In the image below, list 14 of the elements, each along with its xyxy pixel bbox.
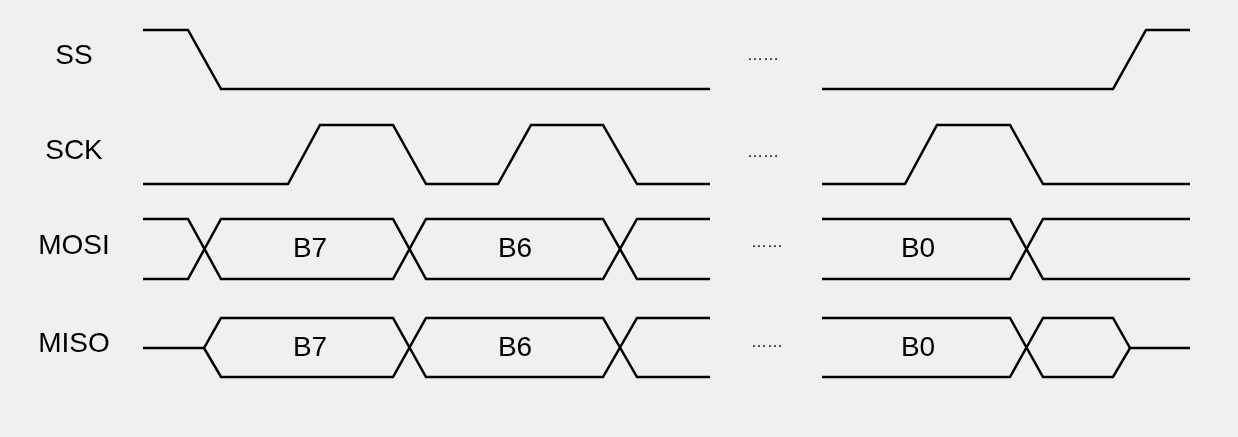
- signal-name: MISO: [38, 329, 110, 357]
- bit-label: B0: [900, 234, 936, 262]
- bit-label: B6: [497, 333, 533, 361]
- ellipsis: ……: [751, 334, 783, 350]
- bit-label: B7: [292, 333, 328, 361]
- bit-label: B7: [292, 234, 328, 262]
- ellipsis: ……: [751, 234, 783, 250]
- signal-name: SCK: [45, 136, 103, 164]
- signal-name: SS: [55, 41, 93, 69]
- bit-label: B0: [900, 333, 936, 361]
- signal-name: MOSI: [38, 231, 110, 259]
- ellipsis: ……: [747, 47, 779, 63]
- ellipsis: ……: [747, 144, 779, 160]
- bit-label: B6: [497, 234, 533, 262]
